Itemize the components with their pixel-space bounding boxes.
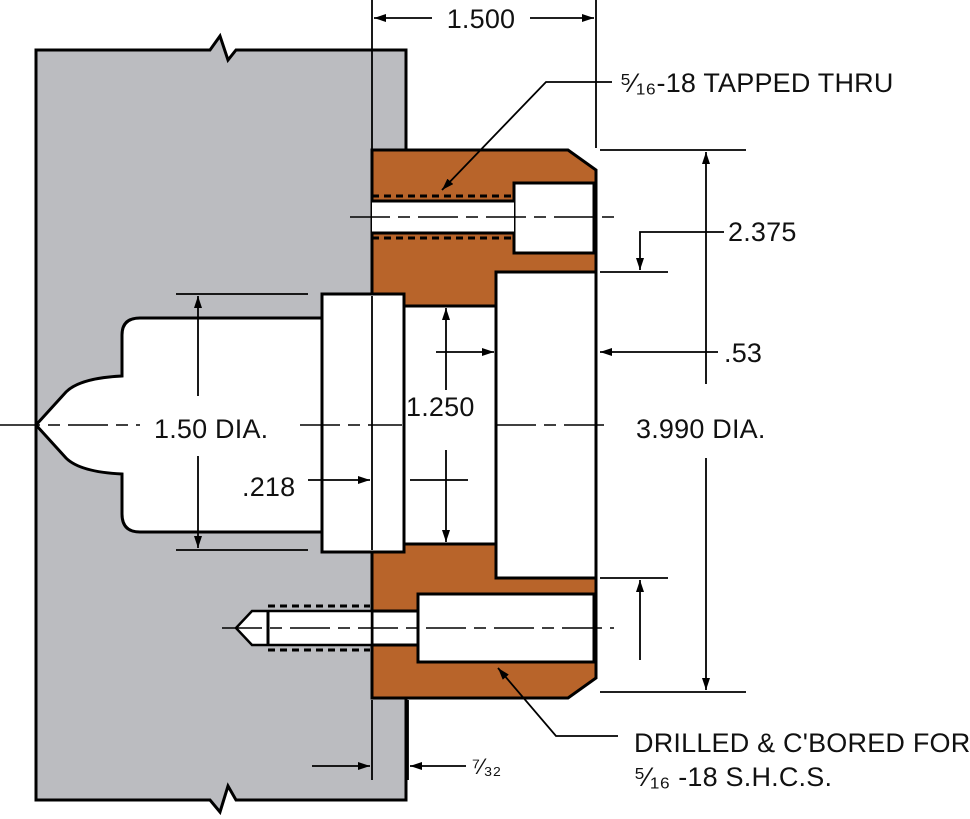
pilot-ring (320, 292, 406, 554)
dim-counterbore-depth: .53 (724, 338, 762, 368)
dim-bore-diameter: 1.250 (406, 392, 475, 422)
label-drilled-cbored-2: ⁵⁄₁₆ -18 S.H.C.S. (634, 762, 832, 792)
label-tapped-hole: ⁵⁄₁₆-18 TAPPED THRU (620, 68, 894, 98)
dim-bolt-circle: 2.375 (728, 217, 797, 247)
dim-pilot-length: .218 (242, 472, 295, 502)
dim-outer-diameter: 3.990 DIA. (636, 414, 766, 444)
label-drilled-cbored-1: DRILLED & C'BORED FOR (634, 728, 970, 758)
dim-overall-length: 1.500 (447, 4, 516, 34)
dim-plate-offset: ⁷⁄₃₂ (472, 754, 501, 779)
tapped-hole-counterbore (512, 181, 596, 255)
dim-pilot-diameter: 1.50 DIA. (154, 414, 268, 444)
